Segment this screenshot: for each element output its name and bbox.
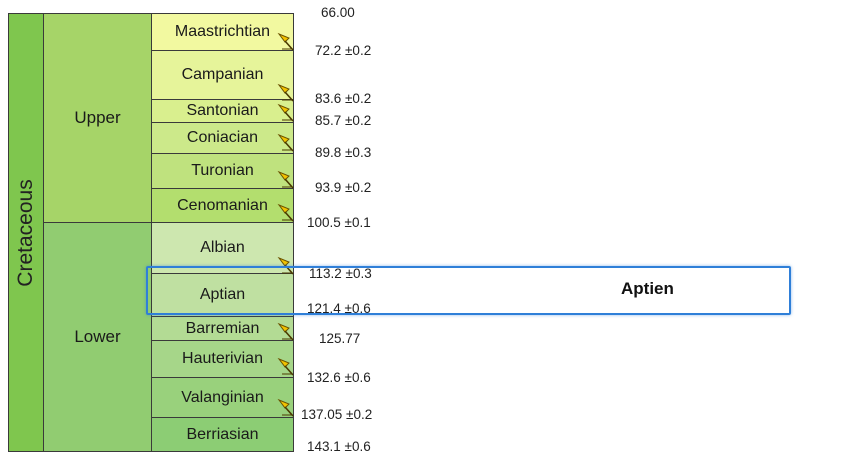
- stage-berriasian: Berriasian: [151, 417, 294, 452]
- stage-label: Santonian: [186, 102, 259, 119]
- stage-turonian: Turonian: [151, 153, 294, 189]
- stage-campanian: Campanian: [151, 50, 294, 100]
- stage-label: Valanginian: [181, 388, 264, 406]
- stage-label: Barremian: [185, 319, 260, 337]
- stage-cenomanian: Cenomanian: [151, 188, 294, 223]
- golden-spike-icon: [277, 322, 295, 342]
- age-label: 93.9 ±0.2: [315, 180, 372, 195]
- epoch-label-lower: Lower: [74, 327, 121, 346]
- period-label: Cretaceous: [14, 178, 37, 287]
- stage-maastrichtian: Maastrichtian: [151, 13, 294, 51]
- golden-spike-icon: [277, 103, 295, 123]
- golden-spike-icon: [277, 203, 295, 223]
- stage-hauterivian: Hauterivian: [151, 340, 294, 378]
- stage-valanginian: Valanginian: [151, 377, 294, 418]
- age-label: 125.77: [319, 331, 361, 346]
- age-label: 66.00: [321, 5, 355, 20]
- stage-label: Coniacian: [186, 129, 259, 146]
- stage-label: Cenomanian: [177, 196, 268, 214]
- age-label: 143.1 ±0.6: [307, 439, 371, 454]
- stage-santonian: Santonian: [151, 99, 294, 123]
- age-label: 132.6 ±0.6: [307, 370, 371, 385]
- golden-spike-icon: [277, 83, 295, 103]
- epoch-label-upper: Upper: [74, 108, 121, 127]
- age-label: 113.2 ±0.3: [309, 266, 372, 281]
- epoch-lower: Lower: [43, 222, 152, 452]
- highlight-label: Aptien: [621, 279, 674, 298]
- stage-label: Turonian: [191, 162, 254, 179]
- age-label: 137.05 ±0.2: [301, 407, 373, 422]
- stage-label: Berriasian: [186, 425, 259, 443]
- age-label: 89.8 ±0.3: [315, 145, 372, 160]
- golden-spike-icon: [277, 357, 295, 377]
- stage-label: Hauterivian: [182, 350, 263, 367]
- golden-spike-icon: [277, 170, 295, 190]
- golden-spike-icon: [277, 398, 295, 418]
- period-cretaceous: Cretaceous: [8, 13, 44, 452]
- age-label: 72.2 ±0.2: [315, 43, 372, 58]
- age-label: 100.5 ±0.1: [307, 215, 371, 230]
- age-label: 121.4 ±0.6: [307, 301, 371, 316]
- highlight-box-aptien[interactable]: [146, 266, 791, 315]
- stage-albian: Albian: [151, 222, 294, 274]
- stage-barremian: Barremian: [151, 316, 294, 341]
- age-label: 85.7 ±0.2: [315, 113, 372, 128]
- epoch-upper: Upper: [43, 13, 152, 223]
- golden-spike-icon: [277, 133, 295, 153]
- stage-label: Maastrichtian: [174, 23, 271, 40]
- age-label: 83.6 ±0.2: [315, 91, 372, 106]
- stage-label: Campanian: [181, 66, 264, 83]
- stage-label: Aptian: [199, 286, 246, 303]
- stage-label: Albian: [200, 239, 245, 256]
- stage-coniacian: Coniacian: [151, 122, 294, 154]
- golden-spike-icon: [277, 32, 295, 52]
